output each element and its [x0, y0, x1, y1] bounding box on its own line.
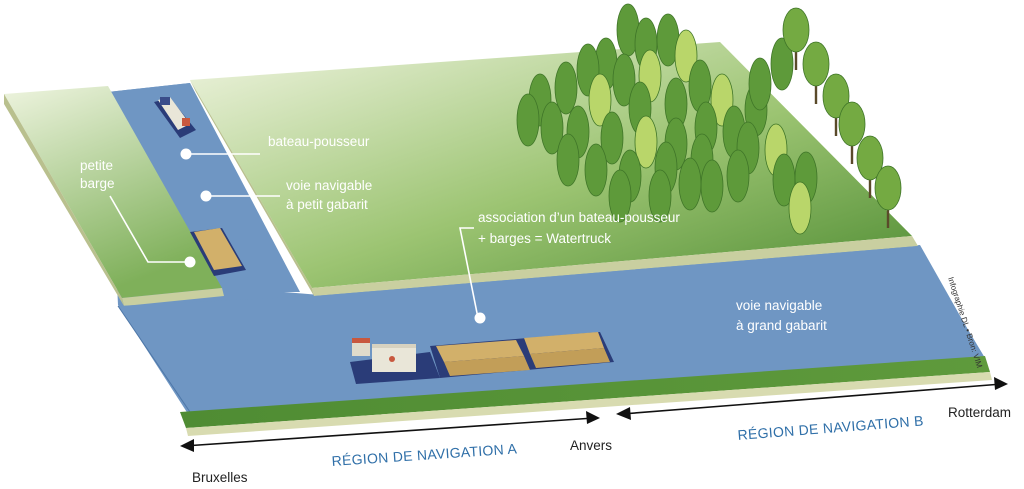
tree — [770, 37, 794, 91]
arrow-region-a — [180, 411, 600, 452]
front-grass-strip — [180, 356, 990, 428]
left-grass-side — [4, 94, 124, 306]
leader-bateau-pousseur — [180, 148, 260, 160]
place-rotterdam: Rotterdam — [948, 405, 1011, 420]
left-grass-edge — [122, 288, 224, 306]
tree — [588, 73, 612, 127]
place-bruxelles: Bruxelles — [192, 470, 248, 485]
tree — [822, 73, 850, 119]
pusher-boat-small — [154, 97, 196, 138]
label-petite-barge-2: barge — [80, 176, 115, 191]
forest — [516, 3, 902, 235]
right-grass-side — [190, 80, 314, 296]
label-voie-petit-2: à petit gabarit — [286, 197, 368, 212]
tree — [700, 159, 724, 213]
left-grass-plot — [4, 86, 222, 298]
region-a-label: RÉGION DE NAVIGATION A — [331, 440, 518, 469]
tree — [648, 169, 672, 223]
leader-watertruck — [459, 227, 486, 324]
label-watertruck-2: + barges = Watertruck — [478, 231, 611, 246]
tree — [540, 101, 564, 155]
tree — [608, 169, 632, 223]
tree — [788, 181, 812, 235]
place-anvers: Anvers — [570, 438, 612, 453]
leader-petite-barge — [109, 195, 196, 268]
tree — [838, 101, 866, 147]
tree — [782, 7, 810, 53]
label-watertruck-1: association d’un bateau-pousseur — [478, 210, 680, 225]
tree — [584, 143, 608, 197]
label-petite-barge-1: petite — [80, 158, 113, 173]
right-grass-bank — [312, 236, 918, 296]
leader-voie-petit — [200, 190, 280, 202]
label-bateau-pousseur: bateau-pousseur — [268, 134, 370, 149]
tree — [634, 115, 658, 169]
tree — [748, 57, 772, 111]
tree — [612, 53, 636, 107]
arrow-region-b — [616, 377, 1008, 420]
tree — [726, 149, 750, 203]
label-voie-petit-1: voie navigable — [286, 178, 372, 193]
front-bank — [186, 372, 992, 436]
large-canal-water — [118, 246, 985, 412]
tree — [516, 93, 540, 147]
tree — [554, 61, 578, 115]
tree — [600, 111, 624, 165]
label-voie-grand-2: à grand gabarit — [736, 318, 827, 333]
small-canal-water — [108, 83, 300, 292]
tree — [874, 165, 902, 211]
watertruck-convoy — [350, 332, 614, 384]
tree — [678, 157, 702, 211]
region-b-label: RÉGION DE NAVIGATION B — [737, 412, 924, 443]
small-barge — [190, 228, 246, 276]
tree — [802, 41, 830, 87]
tree — [856, 135, 884, 181]
label-voie-grand-1: voie navigable — [736, 298, 822, 313]
tree — [556, 133, 580, 187]
